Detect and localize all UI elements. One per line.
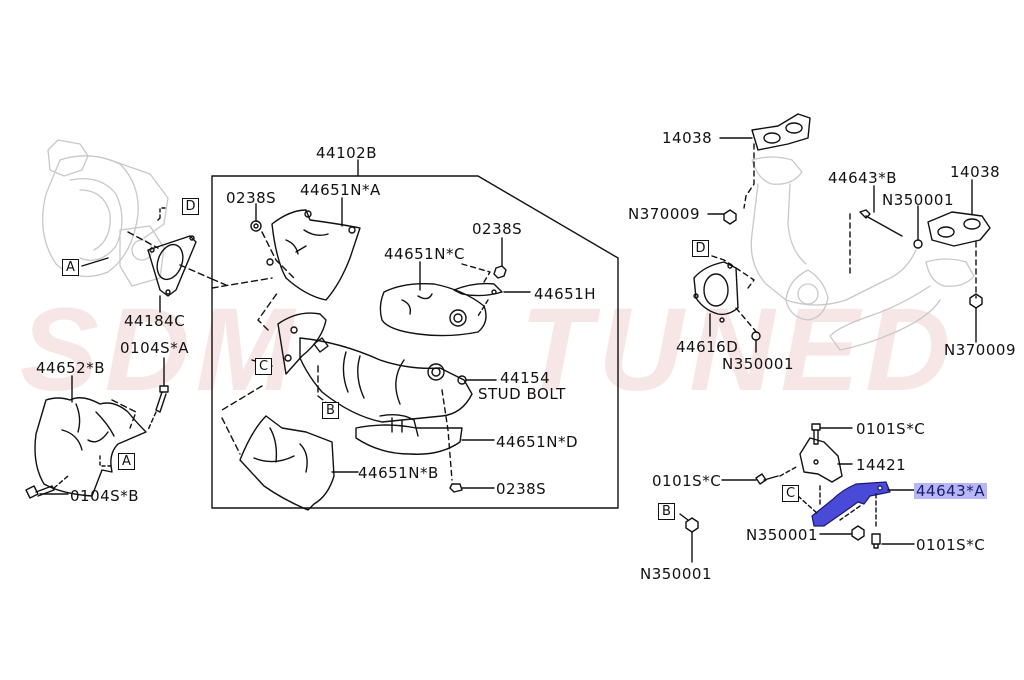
label-44643A-highlighted: 44643*A [914, 482, 987, 500]
label-44651NC: 44651N*C [384, 245, 465, 263]
heat-shield-44651NA [266, 209, 361, 301]
label-N350001-4: N350001 [640, 565, 712, 583]
label-44643B: 44643*B [828, 169, 898, 187]
label-N350001-2: N350001 [722, 355, 794, 373]
heat-shield-44651NC [379, 282, 487, 337]
nut-N370009-1 [723, 209, 737, 225]
ref-box-c-2: C [782, 485, 799, 502]
label-14421: 14421 [856, 456, 907, 474]
heat-shield-44651ND [355, 413, 463, 455]
nut-0238S-2 [493, 265, 507, 279]
label-N370009-2: N370009 [944, 341, 1016, 359]
heat-shield-44651NB [239, 415, 335, 511]
label-44616D: 44616D [676, 338, 739, 356]
label-44651NA: 44651N*A [300, 181, 381, 199]
label-0101SC-3: 0101S*C [916, 536, 986, 554]
y-pipe-ghost [750, 156, 975, 351]
label-0101SC-1: 0101S*C [856, 420, 926, 438]
bolt-0101SC-1 [811, 423, 821, 445]
gasket-14038-1 [751, 113, 811, 151]
label-44184C: 44184C [124, 312, 186, 330]
label-44651ND: 44651N*D [496, 433, 578, 451]
ref-box-d-2: D [692, 240, 709, 257]
bolt-0101SC-3 [871, 533, 881, 549]
label-0238S-1: 0238S [226, 189, 277, 207]
nut-0238S-3 [449, 483, 463, 493]
label-stud-bolt: STUD BOLT [478, 385, 566, 403]
label-44102B: 44102B [316, 144, 378, 162]
heat-shield-44652B [34, 397, 147, 497]
nut-N350001-2 [751, 331, 761, 341]
stud-44643B [859, 209, 903, 237]
bracket-14421 [799, 437, 843, 483]
catalytic-converter [277, 312, 473, 423]
ref-box-c-1: C [255, 358, 272, 375]
gasket-14038-2 [927, 211, 991, 247]
label-N370009-1: N370009 [628, 205, 700, 223]
ref-box-b-2: B [658, 503, 675, 520]
label-44154: 44154 [500, 369, 551, 387]
ref-box-b-1: B [322, 402, 339, 419]
label-44651H: 44651H [534, 285, 596, 303]
ref-box-d-1: D [182, 198, 199, 215]
label-14038-2: 14038 [950, 163, 1001, 181]
gasket-44616D [693, 261, 739, 323]
label-0104SA: 0104S*A [120, 339, 189, 357]
watermark-right: TUNED [520, 284, 957, 416]
nut-N350001-3 [851, 525, 865, 541]
bolt-0101SC-2 [755, 473, 779, 485]
nut-N350001-4 [685, 517, 699, 533]
label-0238S-2: 0238S [472, 220, 523, 238]
label-N350001-3: N350001 [746, 526, 818, 544]
bracket-44651H [453, 282, 503, 297]
label-44651NB: 44651N*B [358, 464, 439, 482]
nut-N350001-1 [913, 239, 923, 249]
nut-0238S-1 [250, 220, 262, 232]
nut-N370009-2 [969, 293, 983, 309]
bolt-0104SA [155, 385, 169, 413]
label-44652B: 44652*B [36, 359, 106, 377]
label-N350001-1: N350001 [882, 191, 954, 209]
assembly-frame [211, 175, 619, 509]
ref-box-a-1: A [62, 259, 79, 276]
ref-box-a-2: A [118, 453, 135, 470]
bolt-0104SB [25, 485, 55, 499]
label-0238S-3: 0238S [496, 480, 547, 498]
bracket-44643A [811, 481, 891, 527]
label-0104SB: 0104S*B [70, 487, 139, 505]
gasket-44184C [147, 235, 197, 297]
label-14038-1: 14038 [662, 129, 713, 147]
label-0101SC-2: 0101S*C [652, 472, 722, 490]
